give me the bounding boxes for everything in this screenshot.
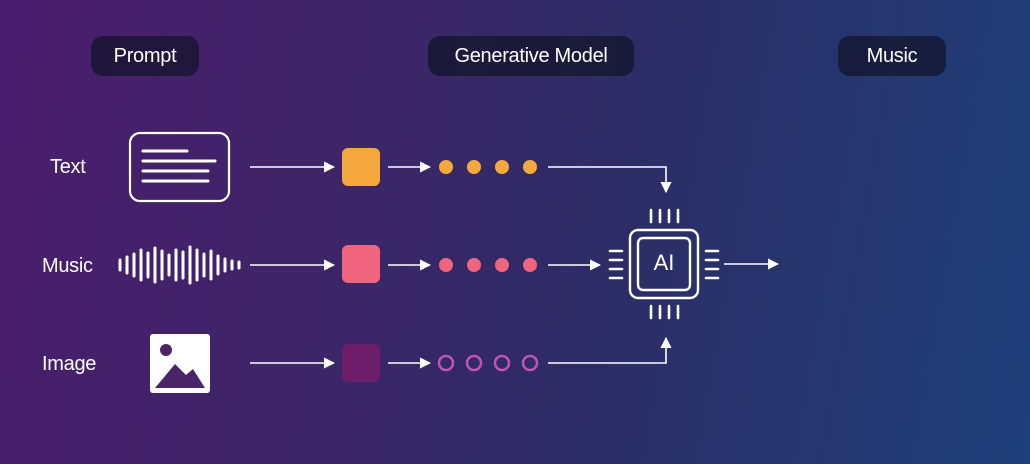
text-token-dot bbox=[495, 160, 509, 174]
ai-chip-label: AI bbox=[653, 250, 675, 275]
audio-waveform-icon bbox=[118, 245, 241, 285]
music-token-dot bbox=[495, 258, 509, 272]
prompt-header: Prompt bbox=[91, 36, 199, 76]
music-encoder-square bbox=[342, 245, 380, 283]
image-token-dot bbox=[437, 354, 455, 372]
text-token-dots bbox=[439, 160, 537, 174]
image-token-dot bbox=[465, 354, 483, 372]
music-waveform-icon bbox=[786, 194, 998, 332]
prompt-header-label: Prompt bbox=[113, 44, 177, 67]
arrow-text-tokens-to-model bbox=[548, 166, 672, 194]
text-encoder-square bbox=[342, 148, 380, 186]
music-header: Music bbox=[838, 36, 946, 76]
row-label-image: Image bbox=[42, 353, 97, 375]
music-token-dot bbox=[439, 258, 453, 272]
row-label-text: Text bbox=[50, 156, 86, 178]
text-token-dot bbox=[467, 160, 481, 174]
music-token-dot bbox=[467, 258, 481, 272]
image-token-dot bbox=[521, 354, 539, 372]
arrow-image-tokens-to-model bbox=[548, 336, 672, 364]
text-token-dot bbox=[439, 160, 453, 174]
image-token-dots bbox=[437, 354, 539, 372]
image-encoder-square bbox=[342, 344, 380, 382]
generative-model-header-label: Generative Model bbox=[454, 44, 608, 67]
generative-model-header: Generative Model bbox=[428, 36, 634, 76]
music-token-dot bbox=[523, 258, 537, 272]
row-label-music: Music bbox=[42, 255, 93, 277]
document-text-icon bbox=[128, 131, 231, 203]
image-token-dot bbox=[493, 354, 511, 372]
image-landscape-icon bbox=[150, 334, 210, 393]
text-token-dot bbox=[523, 160, 537, 174]
ai-chip-icon bbox=[608, 208, 720, 320]
music-header-label: Music bbox=[866, 44, 918, 67]
music-token-dots bbox=[439, 258, 537, 272]
